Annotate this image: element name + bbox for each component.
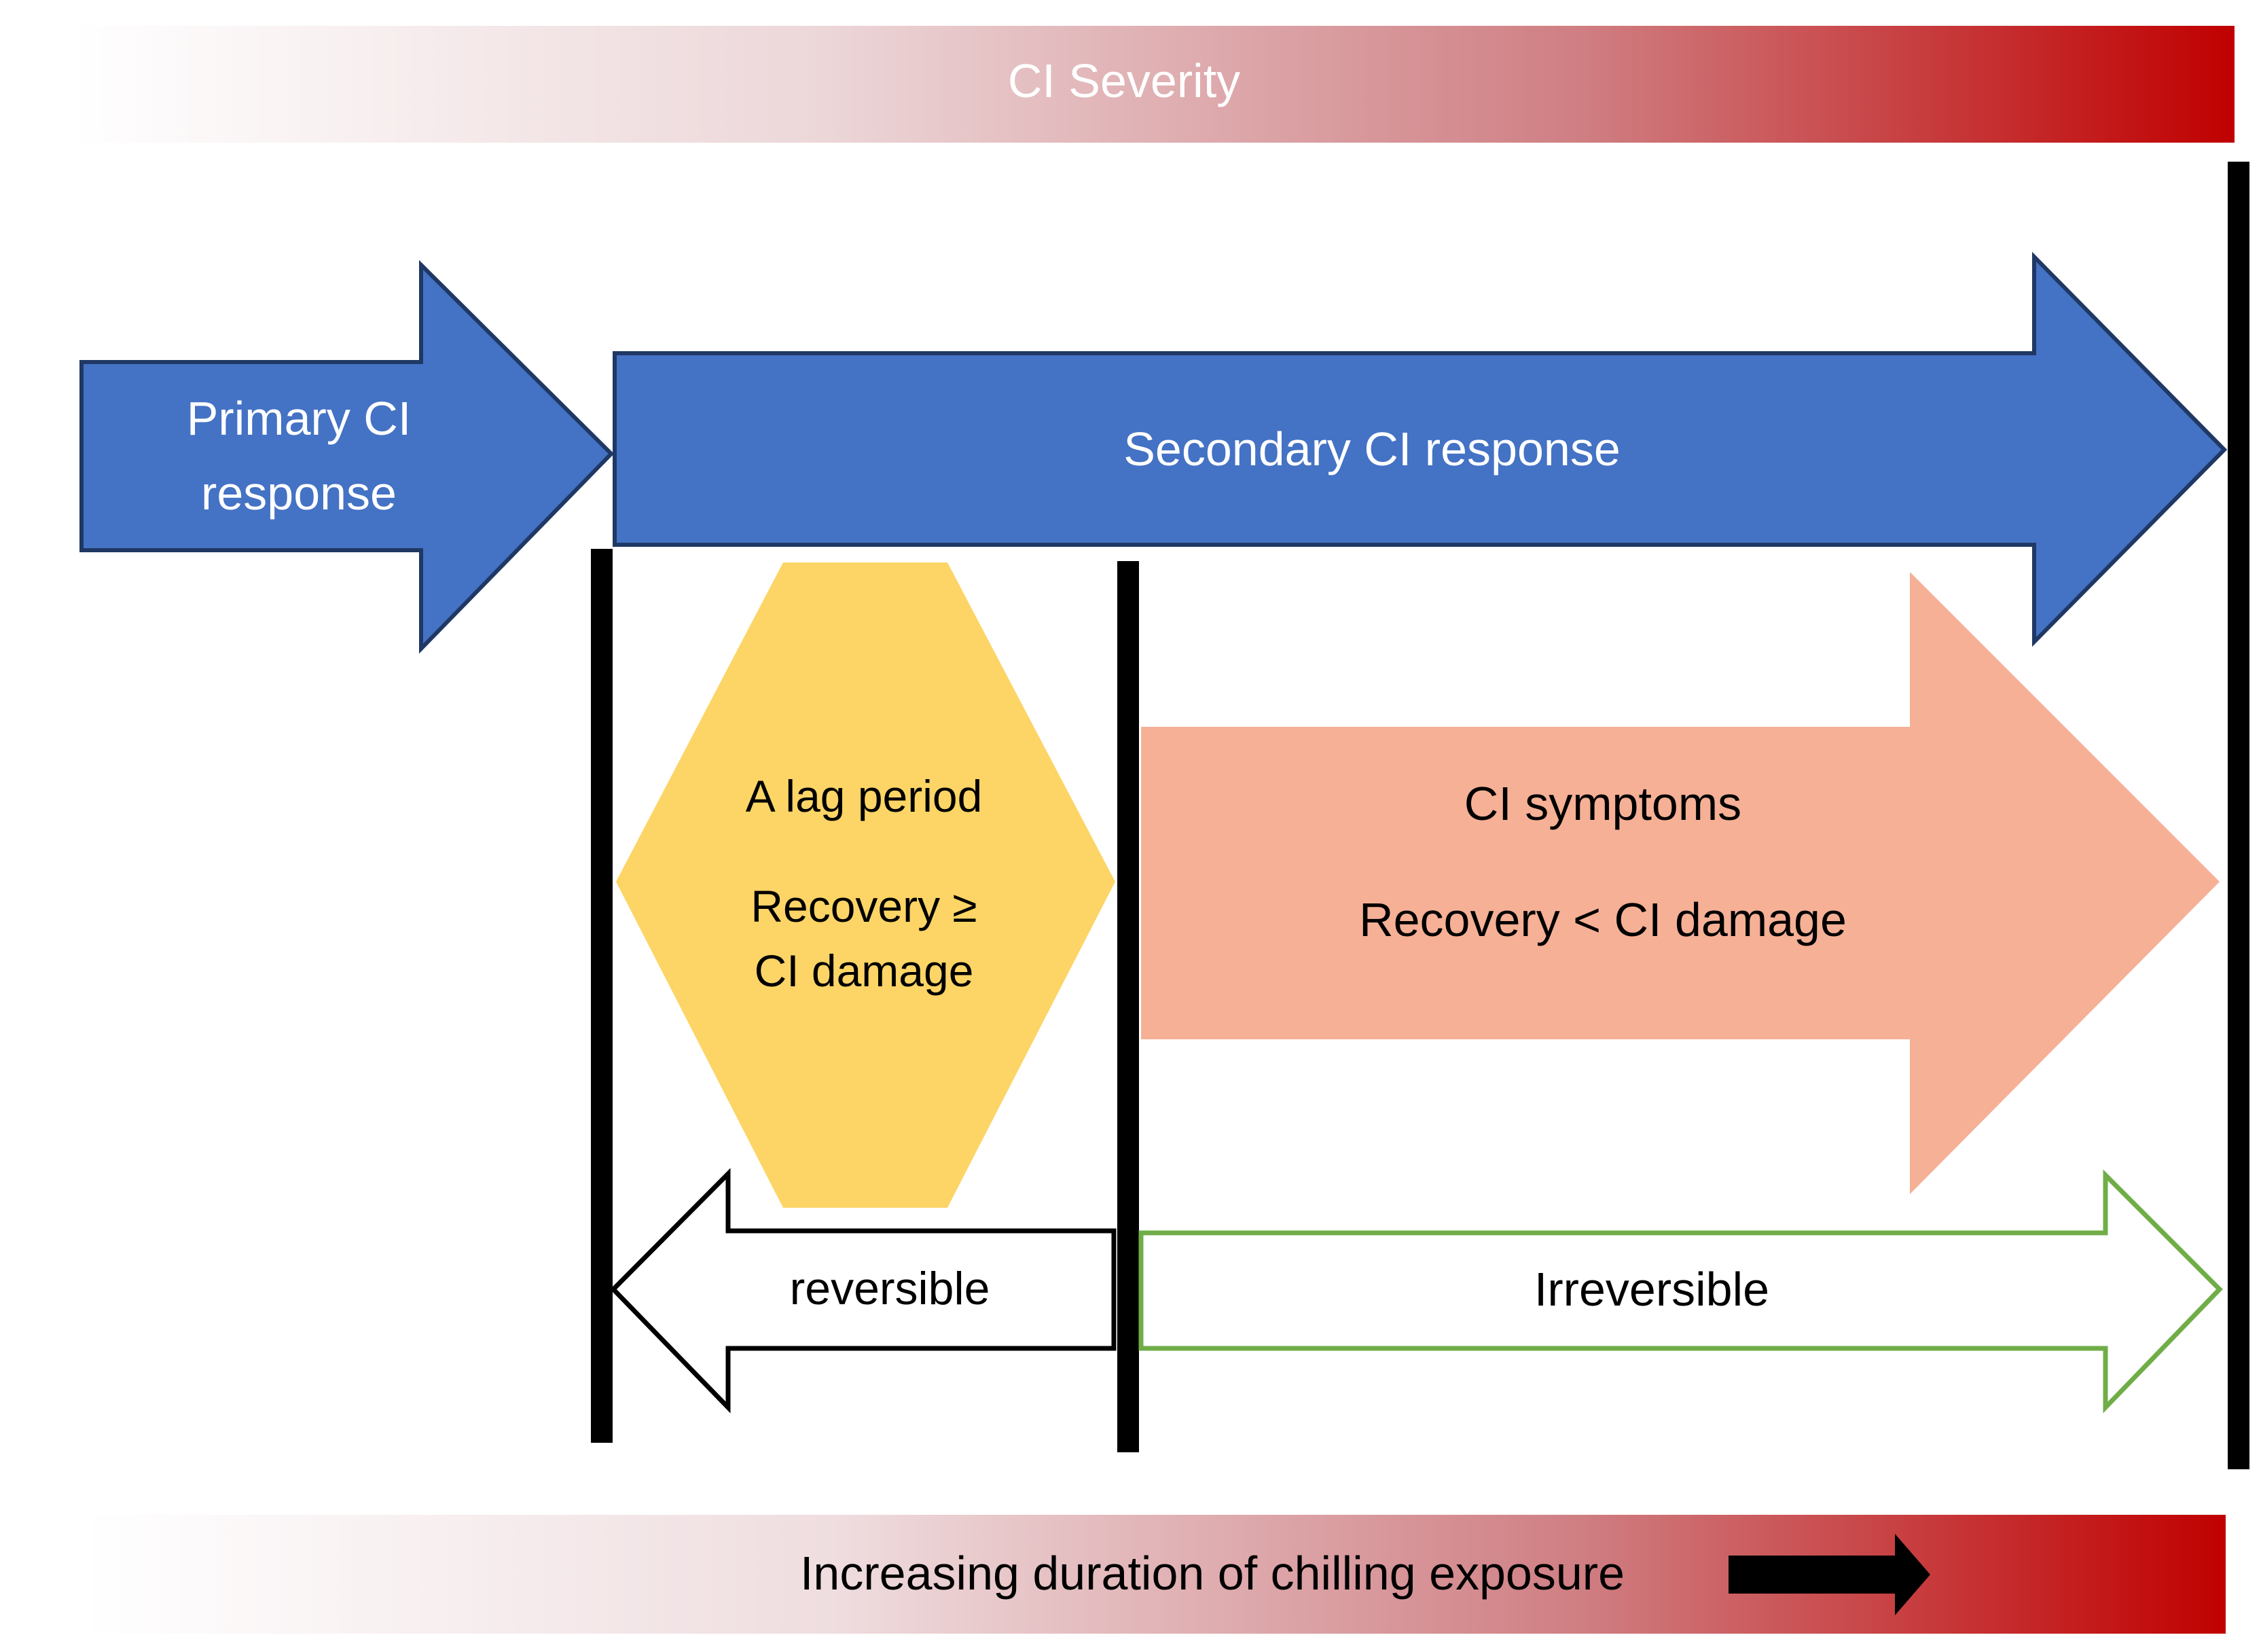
primary-arrow-label-line1: Primary CI <box>187 392 412 445</box>
duration-bar: Increasing duration of chilling exposure <box>85 1515 2226 1634</box>
reversible-arrow: reversible <box>610 1168 1117 1414</box>
irreversible-arrow: Irreversible <box>1138 1169 2223 1414</box>
irreversible-arrow-label: Irreversible <box>1534 1263 1769 1316</box>
ci-symptoms-arrow: CI symptoms Recovery < CI damage <box>1141 572 2220 1194</box>
reversible-arrow-label: reversible <box>790 1263 990 1314</box>
arrow-right-icon <box>1729 1534 1930 1615</box>
divider-line-left <box>591 549 613 1443</box>
secondary-ci-response-arrow: Secondary CI response <box>613 251 2228 647</box>
symptoms-arrow-line2: Recovery < CI damage <box>1359 893 1847 946</box>
duration-bar-label: Increasing duration of chilling exposure <box>800 1547 1625 1600</box>
divider-line-right <box>2228 162 2249 1469</box>
lag-shape-line2: Recovery ≥ <box>750 881 977 931</box>
lag-shape-line3: CI damage <box>755 946 974 996</box>
divider-line-middle <box>1117 561 1139 1452</box>
lag-shape-line1: A lag period <box>746 771 983 821</box>
symptoms-arrow-line1: CI symptoms <box>1464 777 1741 830</box>
primary-arrow-label-line2: response <box>201 467 397 520</box>
primary-ci-response-arrow: Primary CI response <box>79 259 615 654</box>
severity-bar-label: CI Severity <box>1008 54 1240 107</box>
severity-bar: CI Severity <box>71 26 2235 143</box>
secondary-arrow-label: Secondary CI response <box>1123 423 1621 475</box>
lag-period-shape: A lag period Recovery ≥ CI damage <box>616 562 1115 1208</box>
